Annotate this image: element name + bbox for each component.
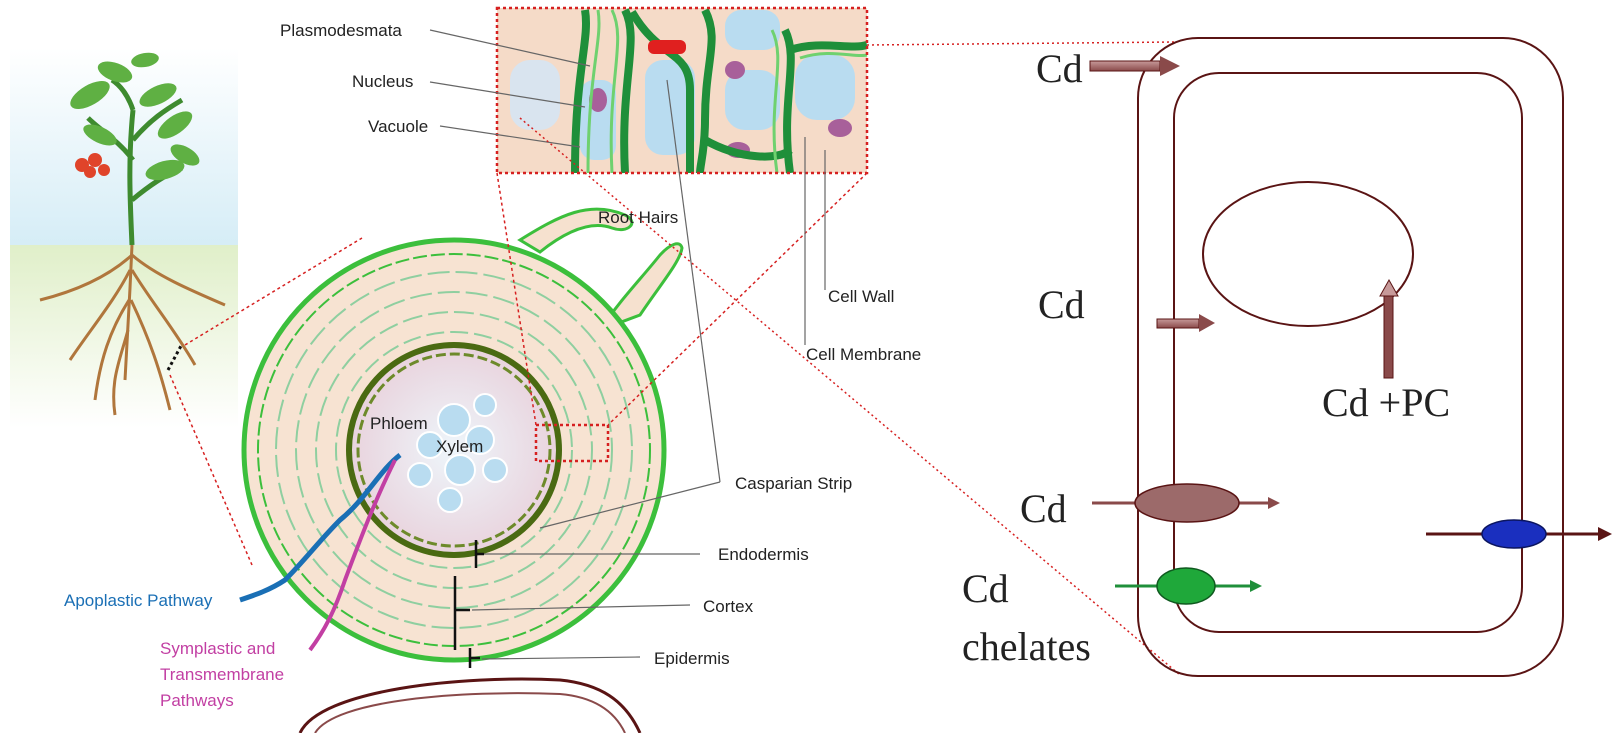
plant-cell-diagram: Cd Cd Cd +PC Cd Cd chelates <box>962 38 1612 676</box>
label-cd-pc: Cd +PC <box>1322 380 1450 425</box>
label-xylem: Xylem <box>436 437 483 456</box>
label-cd-chelates-1: Cd <box>962 566 1009 611</box>
efflux-transporter-protein <box>1482 520 1546 548</box>
channel-arrowhead <box>1268 497 1280 509</box>
label-cell-membrane: Cell Membrane <box>806 345 921 364</box>
partial-cell-inner <box>315 693 625 733</box>
chelate-arrowhead <box>1250 580 1262 592</box>
label-cd-top: Cd <box>1036 46 1083 91</box>
label-vacuole: Vacuole <box>368 117 428 136</box>
label-cd-channel: Cd <box>1020 486 1067 531</box>
vacuole-outline <box>1203 182 1413 326</box>
label-cd-mid: Cd <box>1038 282 1085 327</box>
partial-cell-outline <box>300 679 640 733</box>
label-cd-chelates-2: chelates <box>962 624 1091 669</box>
zoom-guide-line <box>867 42 1175 45</box>
label-casparian-strip: Casparian Strip <box>735 474 852 493</box>
label-plasmodesmata: Plasmodesmata <box>280 21 402 40</box>
label-symplastic-2: Transmembrane <box>160 665 284 684</box>
label-nucleus: Nucleus <box>352 72 413 91</box>
label-symplastic-1: Symplastic and <box>160 639 275 658</box>
label-endodermis: Endodermis <box>718 545 809 564</box>
chelate-transporter-protein <box>1157 568 1215 604</box>
channel-protein <box>1135 484 1239 522</box>
label-phloem: Phloem <box>370 414 428 433</box>
soil-background <box>10 245 238 428</box>
label-epidermis: Epidermis <box>654 649 730 668</box>
label-root-hairs: Root Hairs <box>598 208 678 227</box>
label-cortex: Cortex <box>703 597 754 616</box>
cd-entry-arrow-top <box>1090 56 1180 76</box>
label-symplastic-3: Pathways <box>160 691 234 710</box>
cd-pc-into-vacuole-arrow <box>1380 280 1398 378</box>
plant-illustration <box>10 48 238 428</box>
magnified-inset <box>497 8 867 173</box>
label-apoplastic-pathway: Apoplastic Pathway <box>64 591 213 610</box>
cd-entry-arrow-mid <box>1157 314 1215 332</box>
inset-casparian-strip <box>648 40 686 54</box>
efflux-arrowhead <box>1598 527 1612 541</box>
label-cell-wall: Cell Wall <box>828 287 894 306</box>
plasma-membrane-outline <box>1174 73 1522 632</box>
